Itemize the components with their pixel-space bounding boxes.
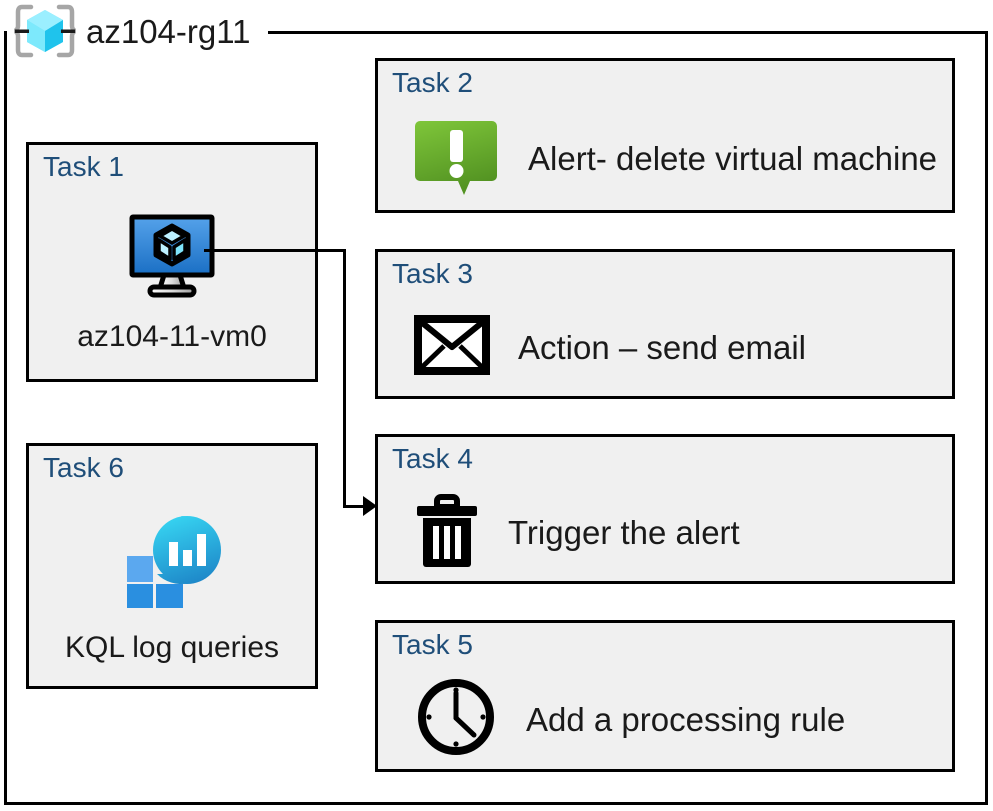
- task-5-label: Task 5: [392, 629, 473, 660]
- task-6-text: KQL log queries: [64, 630, 279, 664]
- connector-segment-horizontal-top: [204, 249, 346, 252]
- task-5-text: Add a processing rule: [526, 700, 846, 738]
- task-4-text: Trigger the alert: [508, 513, 740, 551]
- envelope-icon: [414, 314, 490, 380]
- alert-speech-bubble-icon: [414, 117, 500, 200]
- task-4-label: Task 4: [392, 443, 473, 474]
- task-4-body: Trigger the alert: [414, 489, 944, 575]
- task-2-body: Alert- delete virtual machine: [414, 113, 944, 204]
- task-2-label: Task 2: [392, 67, 473, 98]
- task-box-task-2[interactable]: Task 2 Alert- delete virtual machine: [375, 58, 955, 213]
- log-analytics-icon: [119, 510, 225, 615]
- task-5-body: Add a processing rule: [414, 675, 944, 763]
- task-box-task-6[interactable]: Task 6: [26, 443, 318, 689]
- task-6-label: Task 6: [43, 452, 124, 483]
- task-box-task-3[interactable]: Task 3 Action – send email: [375, 249, 955, 399]
- trash-can-icon: [414, 490, 480, 575]
- connector-arrowhead-icon: [363, 496, 377, 516]
- task-box-task-4[interactable]: Task 4 Trigger the alert: [375, 434, 955, 584]
- virtual-machine-icon: [124, 213, 220, 304]
- resource-group-frame-top-line: [268, 31, 988, 34]
- connector-segment-horizontal-bottom: [343, 505, 369, 508]
- resource-group-frame: [4, 31, 988, 805]
- task-box-task-5[interactable]: Task 5 Add a processing rule: [375, 620, 955, 772]
- clock-icon: [414, 675, 498, 764]
- task-2-text: Alert- delete virtual machine: [528, 140, 938, 177]
- resource-group-header: az104-rg11: [12, 2, 261, 60]
- task-box-task-1[interactable]: Task 1: [26, 142, 318, 382]
- azure-resource-group-cube-icon: [12, 3, 78, 59]
- task-1-body: az104-11-vm0: [29, 193, 315, 371]
- resource-group-name: az104-rg11: [86, 12, 251, 50]
- connector-segment-vertical: [343, 249, 346, 507]
- task-3-body: Action – send email: [414, 304, 944, 390]
- task-3-label: Task 3: [392, 258, 473, 289]
- task-1-label: Task 1: [43, 151, 124, 182]
- task-3-text: Action – send email: [518, 328, 806, 366]
- task-6-body: KQL log queries: [29, 494, 315, 678]
- task-1-text: az104-11-vm0: [77, 319, 267, 353]
